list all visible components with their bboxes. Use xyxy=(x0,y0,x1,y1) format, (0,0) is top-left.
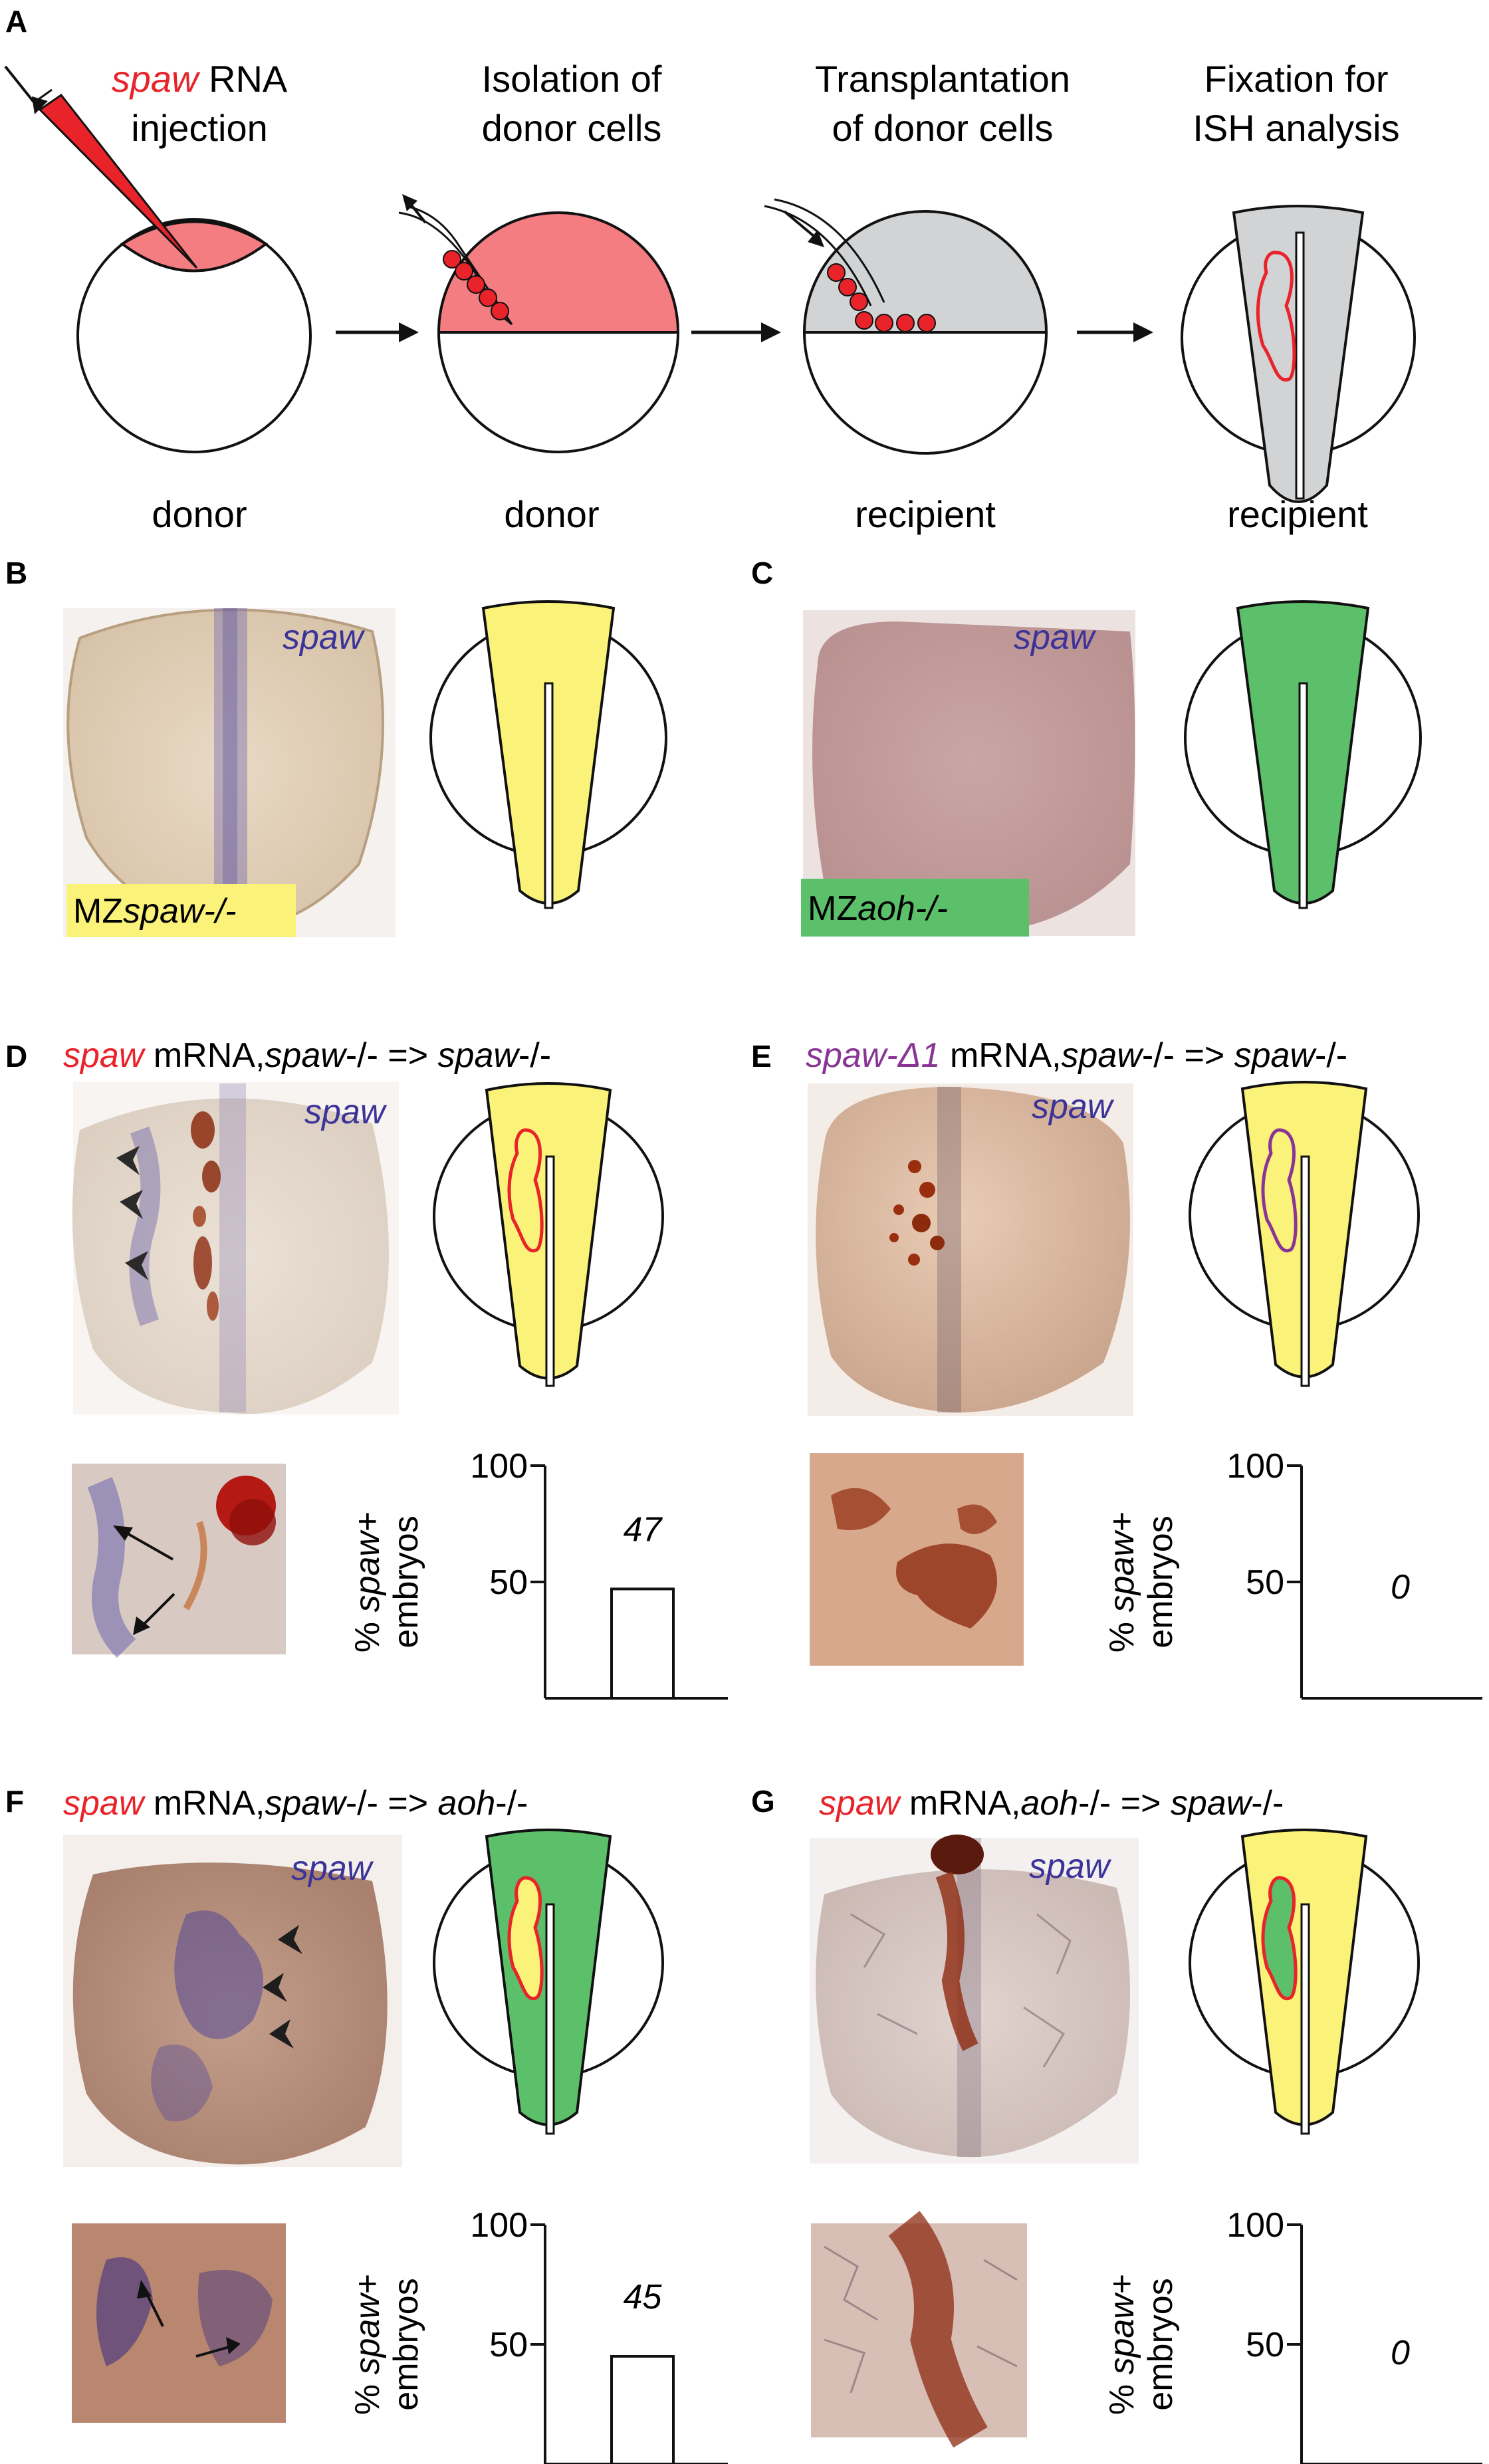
bar-d xyxy=(610,1587,675,1700)
panel-f-title: spaw mRNA,spaw-/- => aoh-/- xyxy=(63,1784,528,1823)
panel-label-a: A xyxy=(5,4,27,39)
step3-title-line1: Transplantation xyxy=(815,58,1070,100)
y-axis-label-e: % spaw+ xyxy=(1103,1512,1141,1652)
y-tick-label-g-50: 50 xyxy=(1246,2326,1284,2364)
y-axis-label-line2-g: embryos xyxy=(1141,2278,1180,2410)
y-axis-label-line2-d: embryos xyxy=(387,1515,425,1648)
panel-label-b: B xyxy=(5,556,27,590)
schematic-c xyxy=(1184,600,1422,909)
probe-label-f: spaw xyxy=(291,1849,374,1888)
badge-b xyxy=(66,884,296,937)
step3-title-line2: of donor cells xyxy=(832,107,1053,149)
data-label-g: 0 xyxy=(1391,2334,1410,2372)
y-tick-label-e-50: 50 xyxy=(1246,1563,1284,1602)
data-label-e: 0 xyxy=(1391,1568,1410,1607)
micrograph-g xyxy=(810,1835,1139,2164)
panel-label-c: C xyxy=(751,556,773,590)
y-axis-label-g: % spaw+ xyxy=(1103,2274,1141,2415)
bar-chart-d: 50 100 47 % spaw+embryos xyxy=(348,1447,728,1700)
badge-c xyxy=(801,879,1029,937)
data-label-f: 45 xyxy=(624,2278,663,2316)
panel-label-d: D xyxy=(5,1039,27,1073)
step4-title-line2: ISH analysis xyxy=(1193,107,1399,149)
genotype-badge-c: MZaoh-/- xyxy=(808,889,948,928)
y-tick-label-d-100: 100 xyxy=(470,1447,528,1486)
inset-g xyxy=(811,2211,1027,2448)
data-label-d: 47 xyxy=(624,1511,663,1549)
bar-chart-e: 50 100 0 % spaw+embryos xyxy=(1103,1447,1482,1700)
y-tick-label-d-50: 50 xyxy=(489,1563,528,1602)
schematic-d xyxy=(433,1082,664,1387)
caption-donor-2: donor xyxy=(504,493,599,535)
arrowhead-1 xyxy=(399,322,419,342)
inset-d xyxy=(72,1464,286,1658)
schematic-g xyxy=(1189,1829,1420,2135)
micrograph-e xyxy=(808,1083,1133,1416)
bar-chart-f: 50 100 45 % spaw+embryos xyxy=(348,2206,728,2464)
probe-label-b: spaw xyxy=(283,618,366,657)
caption-recipient-2: recipient xyxy=(1227,493,1368,535)
inset-e xyxy=(810,1453,1024,1666)
panel-g-title: spaw mRNA,aoh-/- => spaw-/- xyxy=(819,1784,1284,1823)
schematic-e xyxy=(1189,1081,1420,1387)
y-tick-label-f-100: 100 xyxy=(470,2206,528,2245)
y-axis-label-d: % spaw+ xyxy=(348,1512,387,1652)
step1-title-line1: spaw RNA xyxy=(112,58,288,100)
step4-title-line1: Fixation for xyxy=(1204,58,1389,100)
panel-label-e: E xyxy=(751,1039,772,1073)
micrograph-d xyxy=(72,1082,399,1414)
bar-chart-g: 50 100 0 % spaw+embryos xyxy=(1103,2206,1482,2464)
isolation-embryo xyxy=(398,194,680,453)
panel-label-g: G xyxy=(751,1784,775,1819)
fixation-embryo xyxy=(1181,205,1416,503)
y-tick-label-e-100: 100 xyxy=(1226,1447,1284,1486)
probe-label-g: spaw xyxy=(1029,1847,1112,1886)
panel-e-title: spaw-Δ1 mRNA,spaw-/- => spaw-/- xyxy=(806,1036,1347,1075)
step2-title-line1: Isolation of xyxy=(482,58,662,100)
schematic-f xyxy=(433,1829,664,2135)
panel-label-f: F xyxy=(5,1784,24,1819)
probe-label-c: spaw xyxy=(1014,618,1097,657)
inset-f xyxy=(72,2223,286,2423)
y-axis-label-line2-f: embryos xyxy=(387,2278,425,2410)
y-tick-label-f-50: 50 xyxy=(489,2326,528,2364)
panel-d-title: spaw mRNA,spaw-/- => spaw-/- xyxy=(63,1036,551,1075)
y-axis-label-line2-e: embryos xyxy=(1141,1515,1180,1648)
caption-recipient-1: recipient xyxy=(855,493,996,535)
micrograph-b xyxy=(63,608,396,937)
micrograph-f xyxy=(63,1835,402,2167)
arrowhead-2 xyxy=(761,322,781,342)
schematic-b xyxy=(429,600,667,909)
y-tick-label-g-100: 100 xyxy=(1226,2206,1284,2245)
probe-label-e: spaw xyxy=(1032,1087,1115,1126)
bar-f xyxy=(610,2355,675,2464)
genotype-badge-b: MZspaw-/- xyxy=(73,892,237,931)
arrowhead-3 xyxy=(1133,322,1153,342)
y-axis-label-f: % spaw+ xyxy=(348,2274,387,2415)
step2-title-line2: donor cells xyxy=(482,107,662,149)
probe-label-d: spaw xyxy=(304,1093,388,1131)
transplant-embryo xyxy=(764,198,1048,455)
injection-embryo xyxy=(4,65,312,453)
caption-donor-1: donor xyxy=(152,493,247,535)
step1-title-line2: injection xyxy=(131,107,267,149)
